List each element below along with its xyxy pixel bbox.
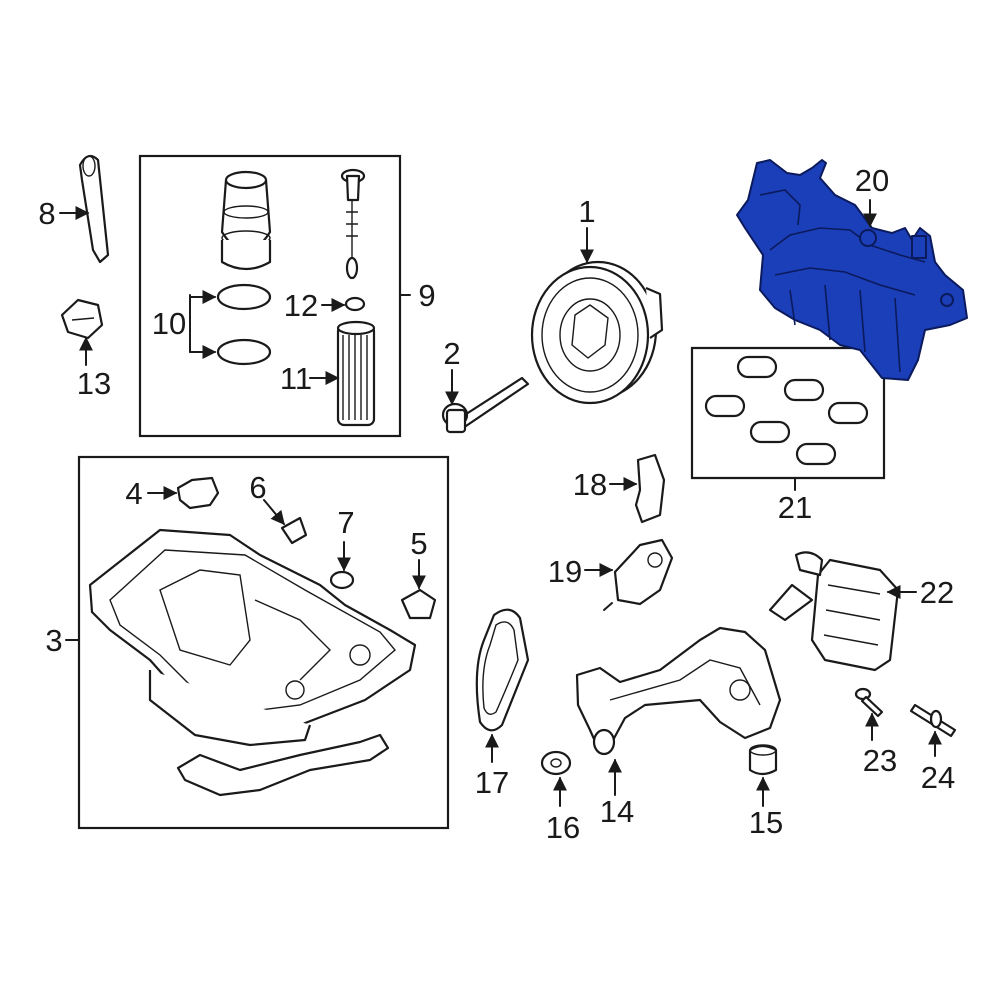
clip-7-part[interactable] — [329, 570, 355, 590]
callout-4[interactable]: 4 — [125, 476, 142, 511]
callout-8[interactable]: 8 — [38, 196, 55, 231]
callout-23[interactable]: 23 — [863, 743, 897, 778]
callout-13[interactable]: 13 — [77, 366, 111, 401]
callout-14[interactable]: 14 — [600, 794, 634, 829]
callout-2[interactable]: 2 — [443, 336, 460, 371]
bracket-4-part[interactable] — [176, 476, 220, 510]
oil-filter-o-rings-part[interactable] — [216, 283, 272, 366]
oil-filter-element-part[interactable] — [336, 320, 376, 427]
intake-gasket-set-part[interactable] — [704, 355, 869, 466]
callout-22[interactable]: 22 — [920, 575, 954, 610]
callout-24[interactable]: 24 — [921, 760, 955, 795]
oil-pan-part[interactable] — [88, 528, 417, 747]
oil-sensor-part[interactable] — [60, 298, 104, 340]
callout-18[interactable]: 18 — [573, 467, 607, 502]
seal-15-part[interactable] — [748, 744, 778, 776]
washer-16-part[interactable] — [540, 750, 572, 776]
callout-16[interactable]: 16 — [546, 810, 580, 845]
callout-9[interactable]: 9 — [418, 278, 435, 313]
sensor-5-part[interactable] — [400, 588, 437, 620]
crankshaft-pulley-part[interactable] — [530, 260, 664, 405]
bolt-23-part[interactable] — [854, 687, 884, 718]
pulley-bolt-part[interactable] — [441, 376, 530, 434]
gasket-group-box — [690, 346, 886, 480]
callout-19[interactable]: 19 — [548, 554, 582, 589]
plug-6-part[interactable] — [280, 516, 308, 545]
filter-seal-part[interactable] — [344, 296, 366, 312]
callout-21[interactable]: 21 — [778, 490, 812, 525]
callout-3[interactable]: 3 — [45, 623, 62, 658]
callout-6[interactable]: 6 — [249, 470, 266, 505]
leader-lines — [59, 199, 942, 807]
drive-belt-part[interactable] — [475, 608, 530, 732]
callout-7[interactable]: 7 — [337, 505, 354, 540]
callout-11[interactable]: 11 — [280, 361, 312, 396]
stud-24-part[interactable] — [909, 703, 957, 738]
callout-15[interactable]: 15 — [749, 805, 783, 840]
oil-pan-group-box — [77, 455, 450, 830]
callout-10[interactable]: 10 — [152, 306, 186, 341]
callout-5[interactable]: 5 — [410, 526, 427, 561]
dipstick-part[interactable] — [78, 154, 110, 264]
drain-valve-part[interactable] — [340, 168, 366, 280]
oil-filter-housing-part[interactable] — [220, 170, 272, 271]
chain-guide-part[interactable] — [634, 453, 666, 524]
callout-1[interactable]: 1 — [578, 194, 595, 229]
intake-manifold-part[interactable] — [736, 159, 968, 381]
oil-pump-part[interactable] — [575, 626, 782, 756]
tensioner-part[interactable] — [603, 538, 674, 611]
callout-labels: 1 2 3 4 5 6 7 8 9 10 11 12 13 14 15 16 1… — [38, 163, 955, 845]
callout-12[interactable]: 12 — [284, 288, 318, 323]
oil-cooler-part[interactable] — [768, 551, 900, 672]
oil-pan-baffle-part[interactable] — [176, 733, 390, 797]
callout-17[interactable]: 17 — [475, 765, 509, 800]
callout-20[interactable]: 20 — [855, 163, 889, 198]
